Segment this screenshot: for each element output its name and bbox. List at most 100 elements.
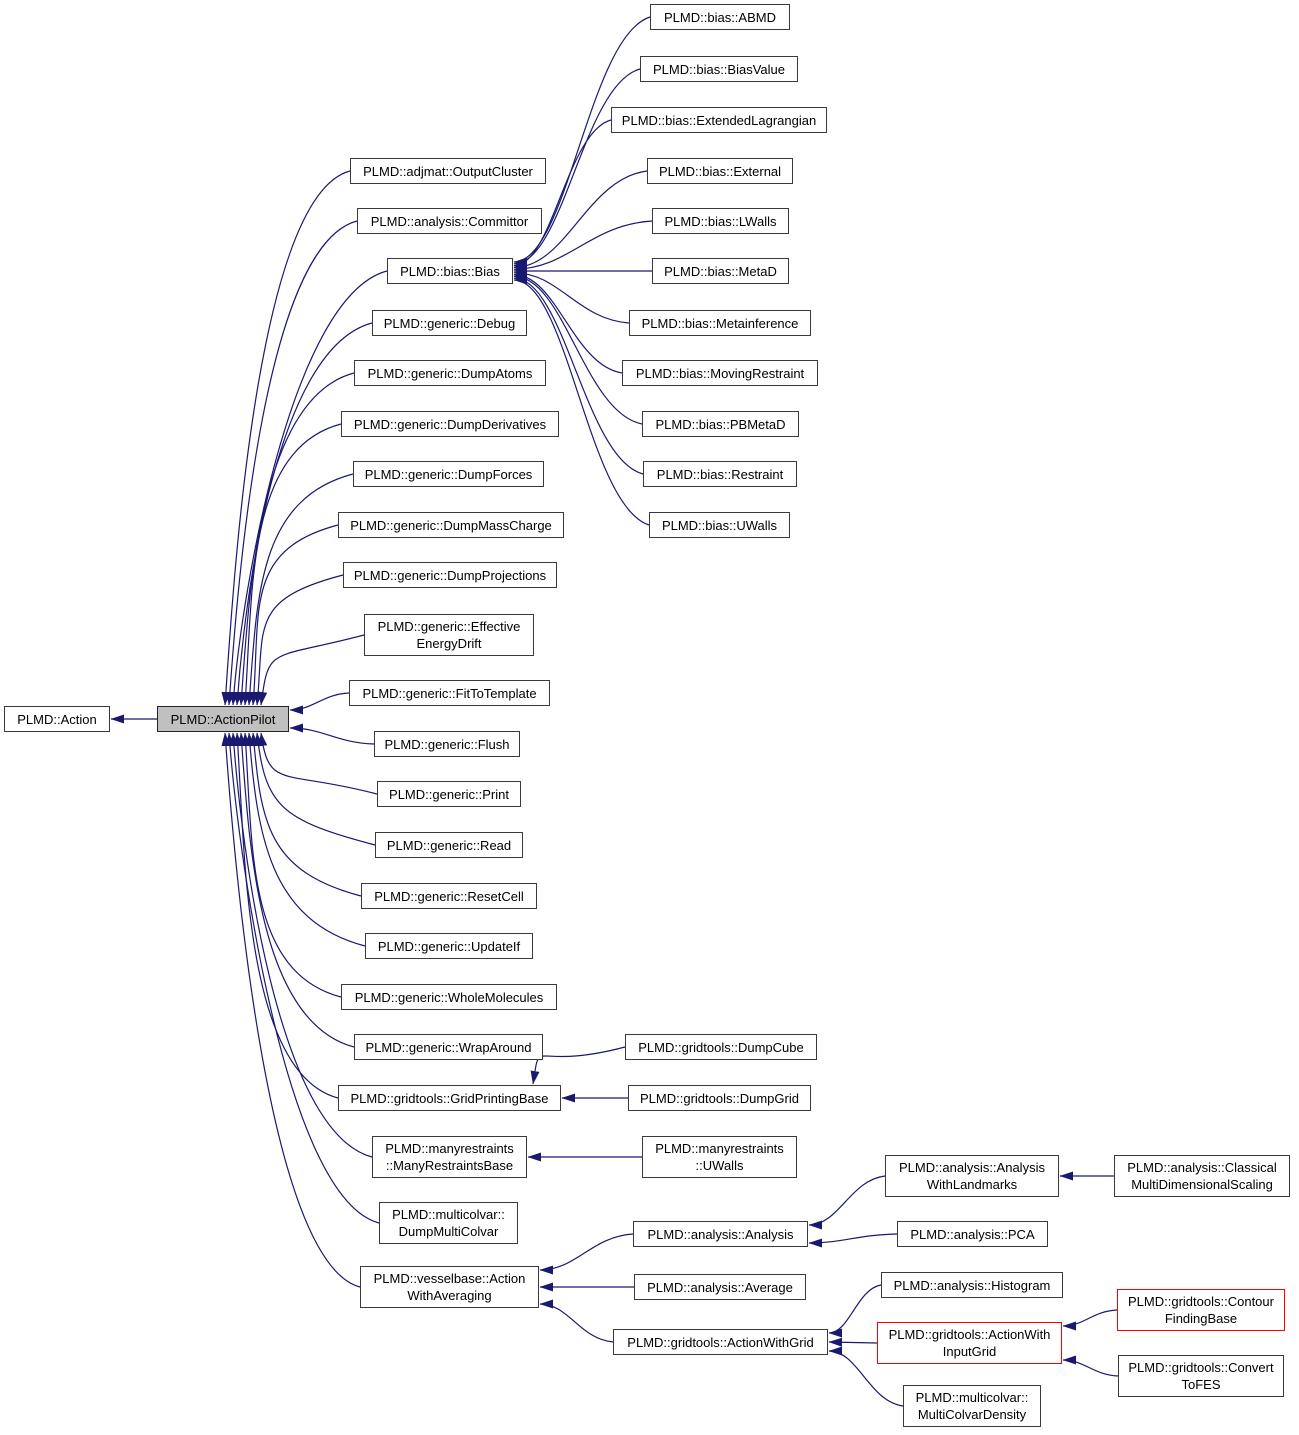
edge-dumpforces-to-actionpilot — [245, 473, 354, 706]
node-plmd-generic-updateif[interactable]: PLMD::generic::UpdateIf — [365, 933, 533, 959]
node-label: PLMD::manyrestraints — [655, 1141, 784, 1156]
edge-dumpprojections-to-actionpilot — [253, 574, 344, 706]
node-label: PLMD::generic::FitToTemplate — [362, 685, 537, 701]
edge-pca-to-analysis — [808, 1233, 898, 1248]
node-plmd-generic-print[interactable]: PLMD::generic::Print — [377, 781, 521, 807]
node-label: PLMD::bias::Bias — [400, 263, 500, 279]
node-plmd-generic-debug[interactable]: PLMD::generic::Debug — [372, 310, 527, 336]
node-label: ::ManyRestraintsBase — [385, 1158, 514, 1173]
node-label: InputGrid — [942, 1344, 997, 1359]
node-plmd-analysis-histogram[interactable]: PLMD::analysis::Histogram — [881, 1272, 1063, 1298]
node-label: PLMD::generic::DumpAtoms — [367, 365, 533, 381]
node-label: PLMD::bias::LWalls — [664, 213, 777, 229]
edge-uwallsbias-to-bias — [513, 275, 650, 526]
edge-extendedlagrangian-to-bias — [513, 119, 612, 271]
node-plmd-adjmat-outputcluster[interactable]: PLMD::adjmat::OutputCluster — [350, 158, 546, 184]
node-plmd-generic-dumpforces[interactable]: PLMD::generic::DumpForces — [353, 461, 544, 487]
node-plmd-generic-resetcell[interactable]: PLMD::generic::ResetCell — [361, 883, 537, 909]
node-plmd-bias-metainference[interactable]: PLMD::bias::Metainference — [629, 310, 811, 336]
node-plmd-generic-read[interactable]: PLMD::generic::Read — [375, 832, 523, 858]
node-plmd-manyrestraints-uwalls[interactable]: PLMD::manyrestraints::UWalls — [642, 1136, 797, 1178]
node-plmd-gridtools-dumpgrid[interactable]: PLMD::gridtools::DumpGrid — [628, 1085, 811, 1111]
edge-gridprintingbase-to-actionpilot — [233, 732, 339, 1099]
edge-metainference-to-bias — [513, 268, 630, 324]
node-plmd-generic-dumpprojections[interactable]: PLMD::generic::DumpProjections — [343, 562, 557, 588]
node-plmd-action[interactable]: PLMD::Action — [4, 706, 110, 732]
node-plmd-analysis-average[interactable]: PLMD::analysis::Average — [634, 1274, 806, 1300]
edge-dumpderivatives-to-actionpilot — [241, 423, 342, 706]
edge-flush-to-actionpilot — [289, 723, 375, 745]
node-label: PLMD::bias::External — [658, 163, 782, 179]
node-plmd-bias-external[interactable]: PLMD::bias::External — [647, 158, 793, 184]
node-label: WithAveraging — [407, 1288, 492, 1303]
node-plmd-bias-lwalls[interactable]: PLMD::bias::LWalls — [652, 208, 789, 234]
node-plmd-multicolvar-multicolvardensity[interactable]: PLMD::multicolvar::MultiColvarDensity — [903, 1385, 1041, 1427]
node-plmd-actionpilot: PLMD::ActionPilot — [157, 706, 289, 732]
node-label: PLMD::bias::ABMD — [664, 9, 776, 25]
node-plmd-bias-movingrestraint[interactable]: PLMD::bias::MovingRestraint — [622, 360, 818, 386]
node-plmd-gridtools-gridprintingbase[interactable]: PLMD::gridtools::GridPrintingBase — [338, 1085, 561, 1111]
node-label: ToFES — [1181, 1377, 1221, 1392]
node-label: PLMD::manyrestraints — [385, 1141, 514, 1156]
edge-abmd-to-bias — [513, 16, 651, 267]
edge-wholemolecules-to-actionpilot — [241, 732, 342, 998]
node-label: PLMD::gridtools::Convert — [1128, 1360, 1274, 1375]
edge-lwalls-to-bias — [513, 220, 653, 274]
node-plmd-generic-wraparound[interactable]: PLMD::generic::WrapAround — [354, 1034, 543, 1060]
node-plmd-bias-bias[interactable]: PLMD::bias::Bias — [387, 258, 513, 284]
node-plmd-generic-fittotemplate[interactable]: PLMD::generic::FitToTemplate — [349, 680, 550, 706]
node-plmd-gridtools-dumpcube[interactable]: PLMD::gridtools::DumpCube — [625, 1034, 817, 1060]
node-label: DumpMultiColvar — [398, 1224, 499, 1239]
node-label: PLMD::generic::ResetCell — [374, 888, 524, 904]
node-plmd-analysis-analysis[interactable]: PLMD::analysis::Analysis — [633, 1221, 808, 1247]
node-plmd-bias-biasvalue[interactable]: PLMD::bias::BiasValue — [640, 56, 798, 82]
node-plmd-multicolvar-dumpmulticolvar[interactable]: PLMD::multicolvar::DumpMultiColvar — [379, 1202, 518, 1244]
node-label: PLMD::generic::DumpProjections — [353, 567, 547, 583]
node-plmd-bias-metad[interactable]: PLMD::bias::MetaD — [652, 258, 789, 284]
edge-histogram-to-actionwithgrid — [828, 1284, 882, 1338]
node-plmd-analysis-committor[interactable]: PLMD::analysis::Committor — [357, 208, 542, 234]
node-plmd-manyrestraints-manyrestraintsbase[interactable]: PLMD::manyrestraints::ManyRestraintsBase — [372, 1136, 527, 1178]
node-plmd-analysis-pca[interactable]: PLMD::analysis::PCA — [897, 1221, 1048, 1247]
edge-restraint-to-bias — [513, 273, 644, 475]
node-plmd-generic-flush[interactable]: PLMD::generic::Flush — [374, 731, 520, 757]
node-plmd-bias-restraint[interactable]: PLMD::bias::Restraint — [643, 461, 797, 487]
node-label: PLMD::gridtools::DumpGrid — [640, 1090, 799, 1106]
edge-wraparound-to-actionpilot — [237, 732, 355, 1048]
node-plmd-gridtools-actionwithgrid[interactable]: PLMD::gridtools::ActionWithGrid — [613, 1329, 828, 1355]
edge-dumpcube-to-gridprintingbase — [530, 1046, 626, 1085]
edge-updateif-to-actionpilot — [245, 732, 366, 947]
node-plmd-generic-dumpderivatives[interactable]: PLMD::generic::DumpDerivatives — [341, 411, 559, 437]
node-plmd-generic-wholemolecules[interactable]: PLMD::generic::WholeMolecules — [341, 984, 557, 1010]
node-plmd-bias-extendedlagrangian[interactable]: PLMD::bias::ExtendedLagrangian — [611, 107, 827, 133]
node-plmd-generic-dumpmasscharge[interactable]: PLMD::generic::DumpMassCharge — [338, 512, 564, 538]
edge-external-to-bias — [513, 170, 648, 272]
node-label: EnergyDrift — [416, 636, 482, 651]
node-label: PLMD::bias::MovingRestraint — [635, 365, 805, 381]
node-label: PLMD::bias::ExtendedLagrangian — [621, 112, 817, 128]
edge-analysiswithlandmarks-to-analysis — [808, 1175, 886, 1230]
edge-manyrestraintsbase-to-actionpilot — [229, 732, 373, 1158]
edge-dumpatoms-to-actionpilot — [237, 372, 355, 706]
edge-movingrestraint-to-bias — [513, 270, 623, 374]
node-plmd-bias-uwalls[interactable]: PLMD::bias::UWalls — [649, 512, 790, 538]
node-plmd-generic-dumpatoms[interactable]: PLMD::generic::DumpAtoms — [354, 360, 546, 386]
edge-actionwithinputgrid-to-actionwithgrid — [828, 1337, 878, 1347]
edge-contourfindingbase-to-actionwithinputgrid — [1062, 1309, 1118, 1331]
edge-converttofes-to-actionwithinputgrid — [1062, 1355, 1119, 1377]
node-label: MultiColvarDensity — [917, 1407, 1027, 1422]
node-label: PLMD::generic::Print — [389, 786, 509, 802]
node-plmd-bias-pbmetad[interactable]: PLMD::bias::PBMetaD — [642, 411, 799, 437]
node-label: PLMD::bias::MetaD — [664, 263, 777, 279]
edge-effectiveenergydrift-to-actionpilot — [258, 634, 365, 706]
node-plmd-bias-abmd[interactable]: PLMD::bias::ABMD — [650, 4, 790, 30]
edge-pbmetad-to-bias — [513, 271, 643, 425]
